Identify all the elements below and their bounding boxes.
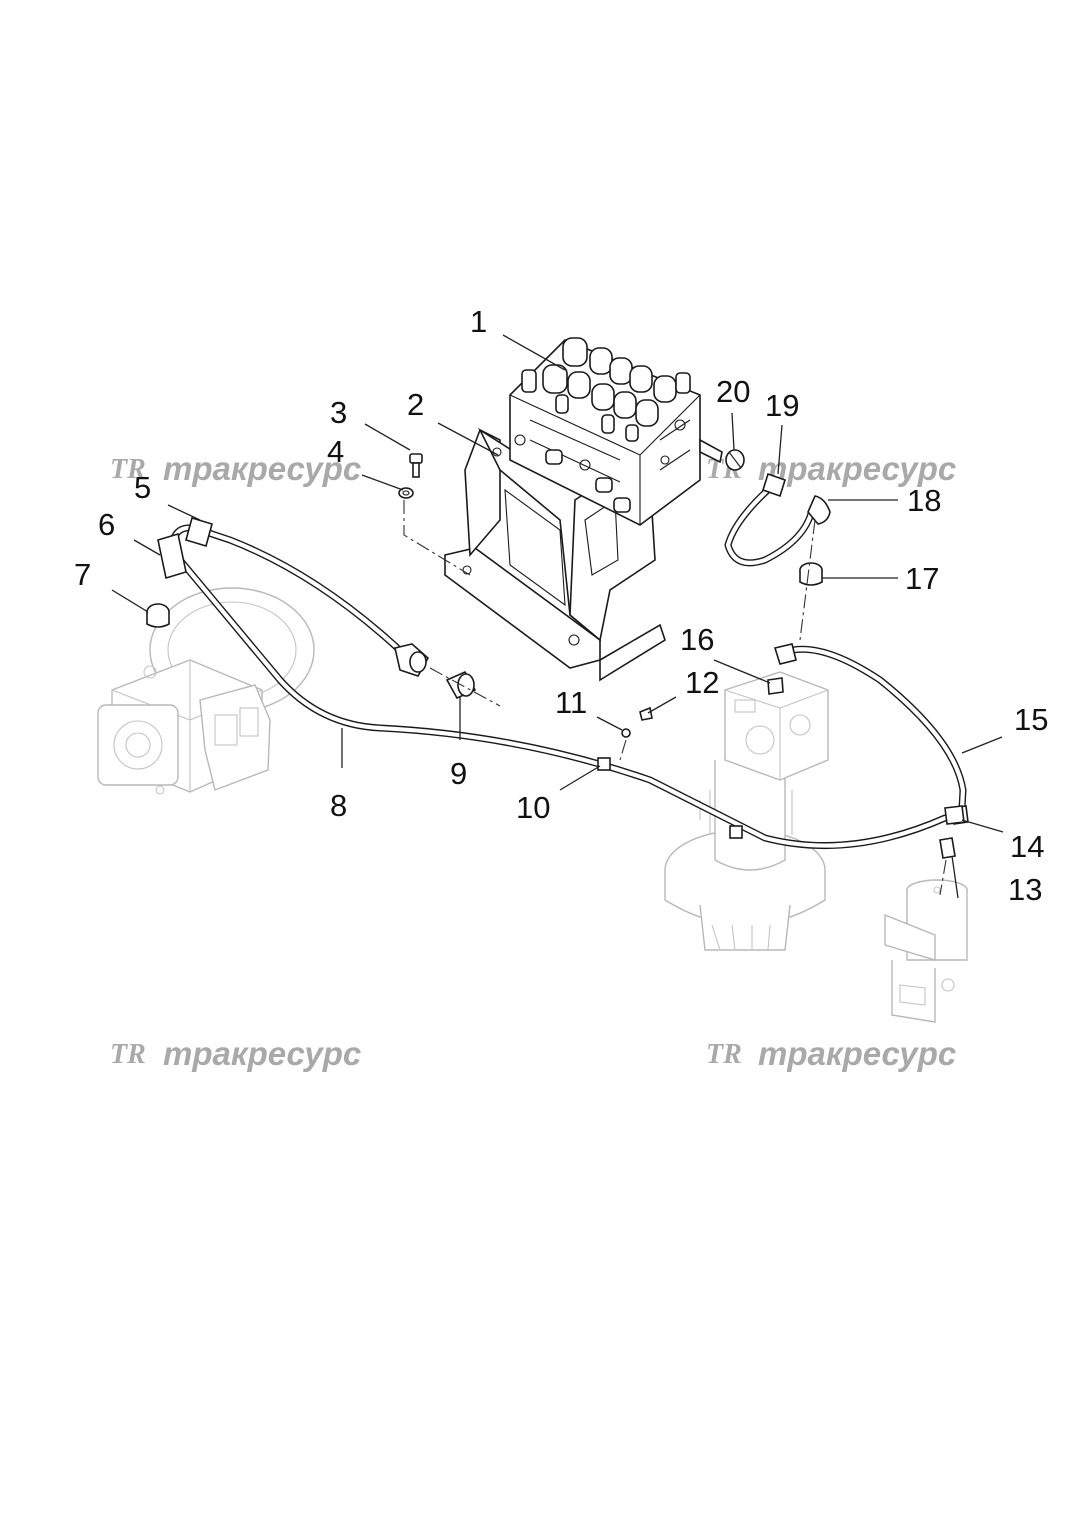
callout-15: 15 [1014,702,1048,737]
watermark-logo: TR [110,1039,146,1070]
callout-11: 11 [555,685,587,720]
callout-2: 2 [407,387,424,422]
watermark-text: тракресурс [163,450,361,487]
valve-spool-caps [514,337,691,513]
watermark-bottom-right: TR тракресурс [706,1035,956,1072]
callout-12: 12 [685,665,719,700]
callout-10: 10 [516,790,550,825]
watermark-text: тракресурс [758,450,956,487]
callout-8: 8 [330,788,347,823]
callout-19: 19 [765,388,799,423]
callout-18: 18 [907,483,941,518]
control-valve-assembly [444,337,723,682]
centerline-9 [429,667,501,707]
callout-6: 6 [98,507,115,542]
watermark-top-left: TR тракресурс [110,450,361,487]
swing-motor-ghost [664,671,829,951]
callout-17: 17 [905,561,939,596]
centerline-11 [619,739,627,761]
watermark-logo: TR [110,454,146,485]
bolt-3 [409,453,423,478]
main-pump-ghost [97,587,315,795]
callout-5: 5 [134,470,151,505]
pipe-8 [176,556,949,850]
centerline-17 [799,519,816,641]
fitting-17 [799,562,823,586]
callout-14: 14 [1010,829,1044,864]
callout-1: 1 [470,304,487,339]
fitting-16 [767,677,784,695]
fitting-13-14 [939,805,965,859]
centerline-bolt [403,500,471,576]
callout-20: 20 [716,374,750,409]
watermark-top-right: TR тракресурс [706,450,956,487]
centerline-13 [939,859,947,896]
fitting-9 [445,670,477,700]
hose-19 [724,472,831,567]
watermark-text: тракресурс [163,1035,361,1072]
callout-labels: 1 2 3 4 5 6 7 8 9 10 11 12 13 14 15 16 1… [74,304,1048,907]
callout-4: 4 [327,434,344,469]
swivel-joint-ghost [884,879,968,1023]
leader-lines [111,334,1004,899]
callout-13: 13 [1008,872,1042,907]
fitting-20 [725,449,745,471]
watermark-bottom-left: TR тракресурс [110,1035,361,1072]
callout-16: 16 [680,622,714,657]
fitting-11-12 [621,706,653,738]
watermark-logo: TR [706,1039,742,1070]
callout-9: 9 [450,756,467,791]
callout-3: 3 [330,395,347,430]
hose-5 [168,516,430,677]
clamp-10 [597,757,743,839]
callout-7: 7 [74,557,91,592]
watermark-text: тракресурс [758,1035,956,1072]
